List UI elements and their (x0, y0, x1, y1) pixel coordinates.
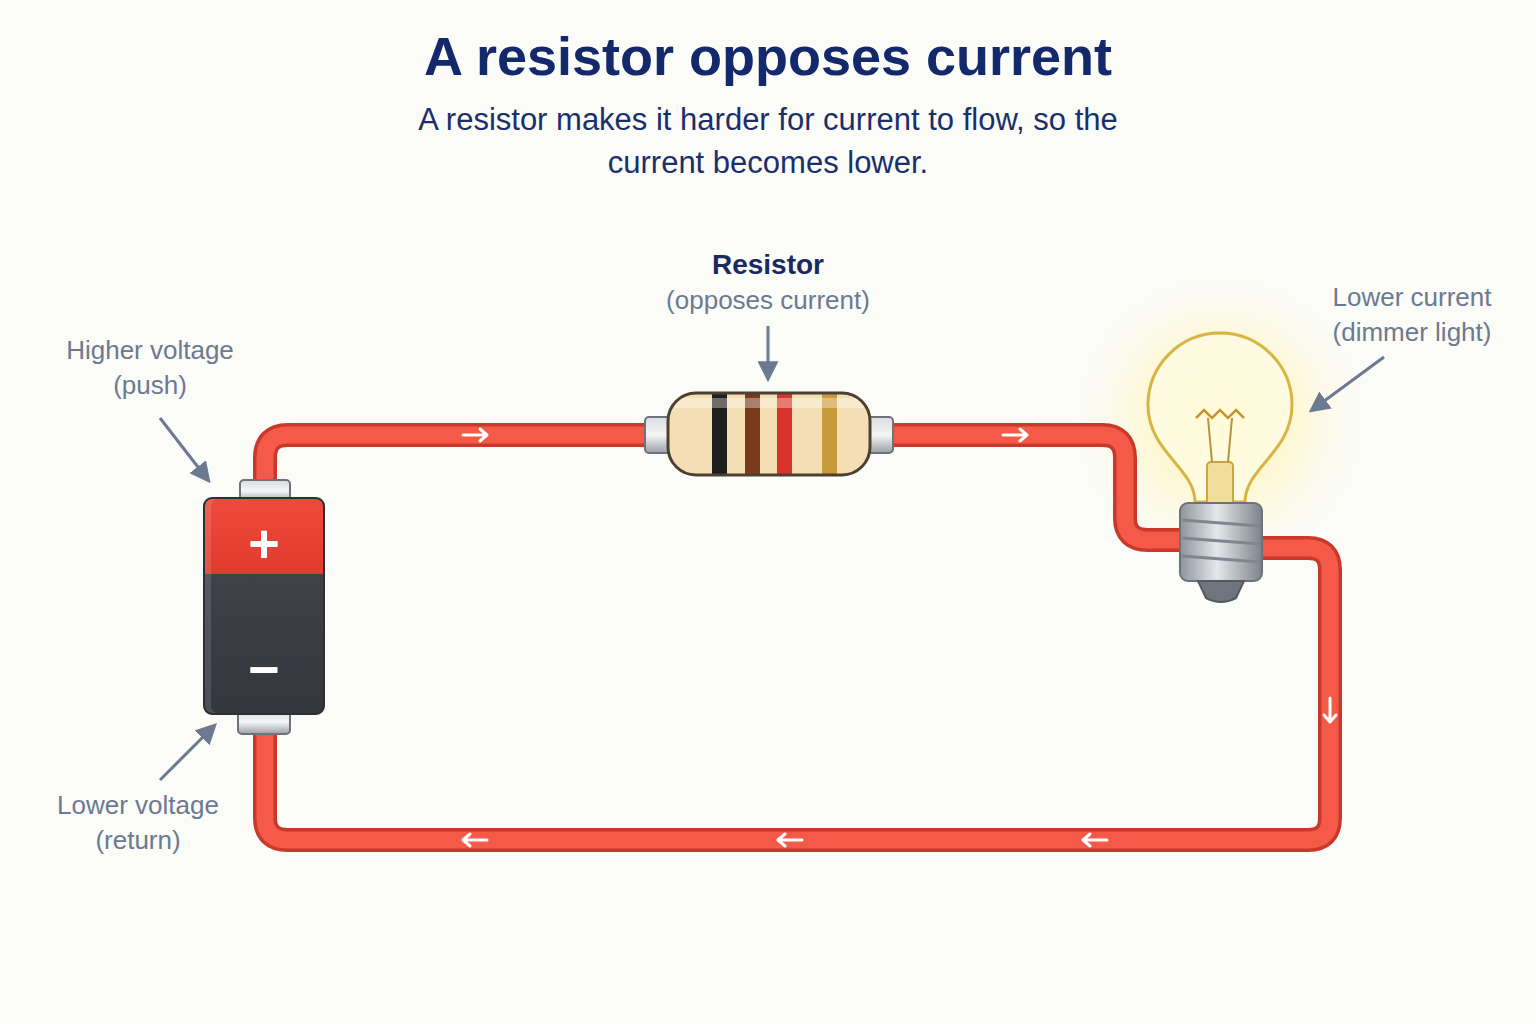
base-threads (1182, 520, 1260, 562)
leader-line (160, 726, 214, 780)
thread (1182, 520, 1260, 526)
thread (1182, 556, 1260, 562)
leader-lines (160, 326, 1384, 780)
current-arrow (463, 429, 487, 441)
resistor-symbol (645, 390, 893, 480)
terminal-sign: + (205, 513, 323, 573)
wire-segment (888, 435, 1185, 540)
subtitle: A resistor makes it harder for current t… (368, 98, 1168, 184)
bulb-tip (1198, 581, 1244, 602)
resistor-body (668, 393, 870, 475)
battery: +− (203, 497, 325, 715)
wire-segment (888, 435, 1185, 540)
leader-line (160, 418, 208, 480)
callout-label: Higher voltage (push) (40, 333, 260, 403)
resistor-outline (668, 393, 870, 475)
part-name: Resistor (618, 248, 918, 282)
current-arrow (1324, 698, 1336, 722)
wire-fill (265, 435, 1330, 840)
current-arrow (463, 834, 487, 846)
resistor-highlight (668, 398, 870, 408)
wire-outline (265, 435, 1330, 840)
current-arrow (1003, 429, 1027, 441)
terminal-sign: − (205, 639, 323, 699)
bulb-base (1180, 503, 1262, 581)
wire-segment (265, 435, 650, 485)
leader-line (1312, 357, 1384, 410)
callout-label: Lower current (dimmer light) (1302, 280, 1522, 350)
leader-line (767, 326, 770, 378)
thread (1182, 538, 1260, 544)
current-arrow (1083, 834, 1107, 846)
diagram-title: A resistor opposes current (0, 24, 1536, 88)
wire (265, 435, 1330, 840)
wire-segment (265, 435, 650, 485)
light-bulb (1148, 333, 1292, 602)
bulb-stem (1207, 462, 1233, 506)
wire-segment (265, 548, 1330, 840)
wire-segment (265, 548, 1330, 840)
resistor-bands (668, 393, 870, 475)
current-arrow (778, 834, 802, 846)
part-note: (opposes current) (608, 283, 928, 317)
filament (1196, 410, 1244, 418)
callout-label: Lower voltage (return) (23, 788, 253, 858)
filament-support (1208, 418, 1232, 462)
